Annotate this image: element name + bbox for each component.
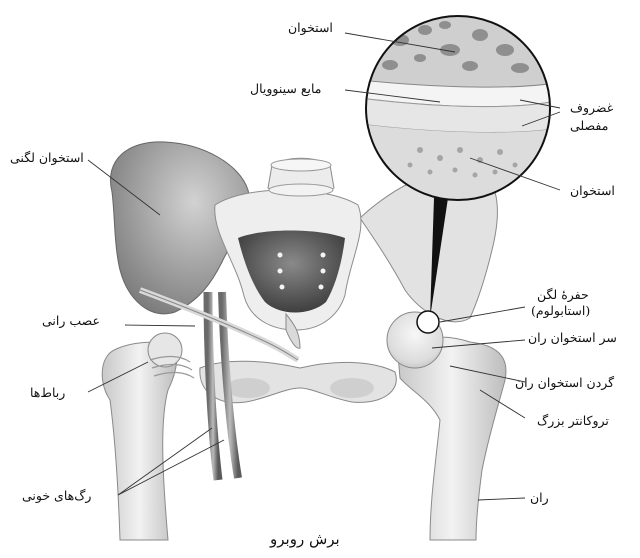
- right-femur: [387, 312, 506, 540]
- label-femur: ران: [530, 490, 549, 505]
- label-ligaments: رباط‌ها: [30, 385, 65, 400]
- label-blood-vessels: رگ‌های خونی: [22, 488, 91, 503]
- label-femoral-head: سر استخوان ران: [528, 330, 617, 345]
- diagram-caption: برش روبرو: [270, 532, 340, 547]
- label-bone-top: استخوان: [288, 20, 333, 35]
- label-femoral-nerve: عصب رانی: [42, 313, 100, 328]
- left-femoral-head: [148, 333, 182, 367]
- label-femoral-neck: گردن استخوان ران: [515, 375, 614, 390]
- label-bone-mid: استخوان: [570, 183, 615, 198]
- label-synovial-fluid: مایع سینوویال: [250, 81, 322, 96]
- label-acetabulum-2: (استابولوم): [531, 303, 590, 318]
- label-pelvic-bone: استخوان لگنی: [10, 150, 84, 165]
- label-acetabulum-1: حفرهٔ لگن: [537, 287, 589, 302]
- label-articular-cartilage-2: مفصلی: [570, 118, 608, 133]
- label-articular-cartilage-1: غضروف: [570, 100, 613, 115]
- joint-focus-circle: [417, 311, 439, 333]
- label-greater-trochanter: تروکانتر بزرگ: [537, 413, 609, 428]
